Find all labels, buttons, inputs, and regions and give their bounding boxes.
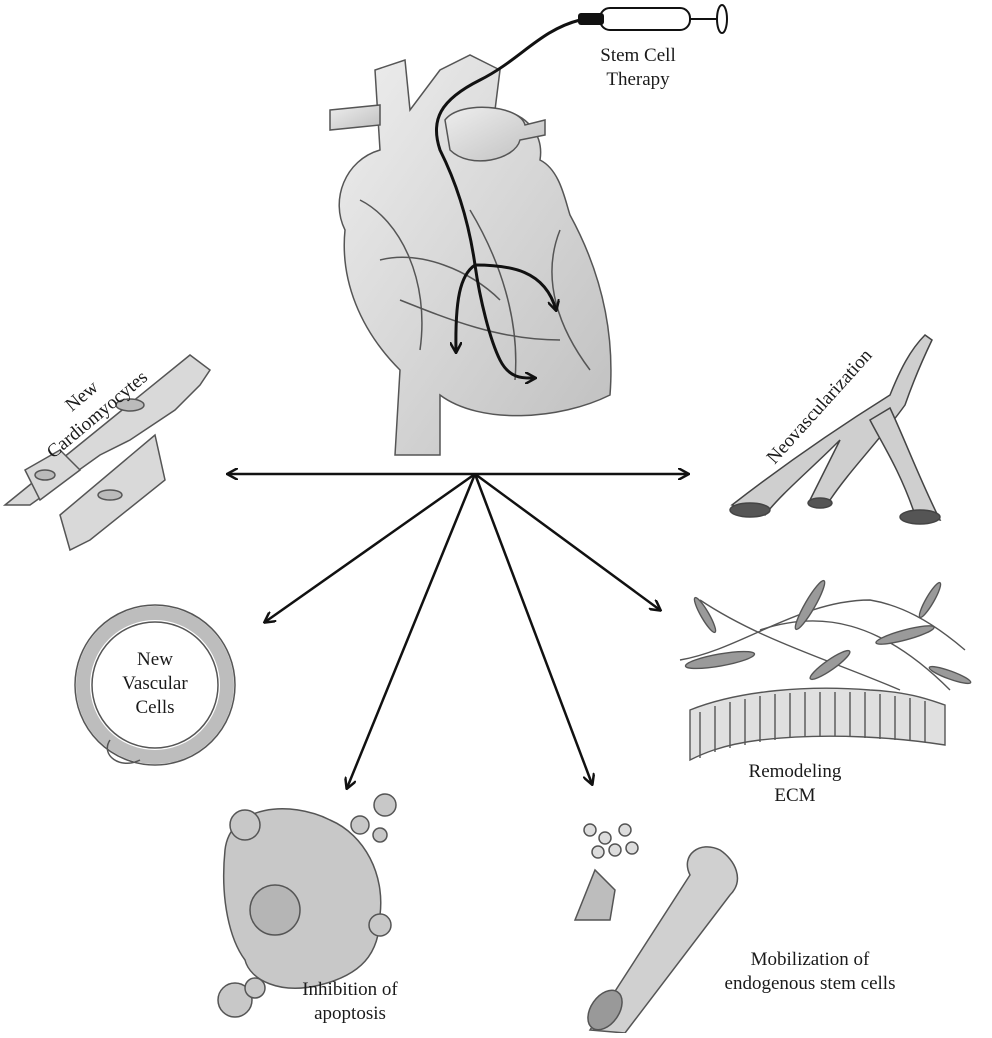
label-inhibition-of-apoptosis: Inhibition of apoptosis	[302, 979, 398, 1024]
apoptotic-cell-illustration	[217, 793, 397, 1018]
heart-illustration	[329, 54, 612, 456]
catheter-branch-left	[456, 263, 476, 352]
arrow-apoptosis	[347, 473, 477, 788]
catheter-branch-right	[474, 263, 556, 310]
label-mobilization-of-stem-cells: Mobilization of endogenous stem cells	[724, 949, 896, 994]
ecm-membrane-illustration	[679, 579, 972, 762]
arrow-vascular-cells	[265, 472, 476, 622]
blood-vessel-illustration	[729, 334, 942, 525]
effect-arrows	[228, 474, 688, 788]
cardiomyocyte-illustration	[2, 354, 212, 552]
arrow-ecm	[474, 472, 660, 610]
label-new-vascular-cells: New Vascular Cells	[122, 649, 188, 718]
vascular-ring-illustration	[74, 604, 236, 766]
catheter-path	[434, 18, 581, 378]
bone-illustration	[573, 823, 739, 1034]
syringe-icon	[578, 4, 728, 34]
label-remodeling-ecm: Remodeling ECM	[748, 761, 842, 806]
label-stem-cell-therapy: Stem Cell Therapy	[600, 45, 676, 90]
arrow-mobilization	[473, 473, 592, 784]
